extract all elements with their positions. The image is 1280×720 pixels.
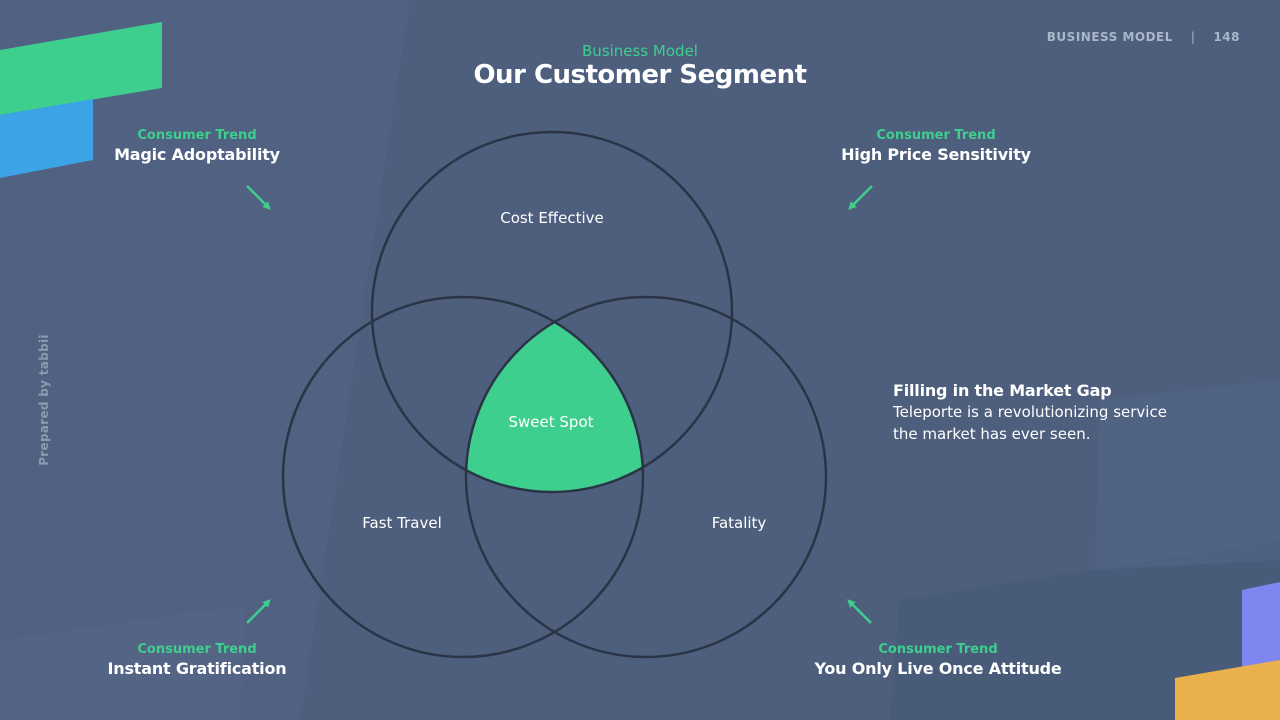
venn-label-left: Fast Travel	[362, 514, 442, 532]
arrow-icon	[847, 599, 872, 624]
trend-title: High Price Sensitivity	[841, 145, 1031, 164]
venn-circle-top	[370, 130, 734, 494]
header-separator: |	[1190, 30, 1196, 44]
venn-circle-left	[281, 295, 645, 659]
purple-accent-shape	[1242, 582, 1280, 667]
venn-label-center: Sweet Spot	[509, 413, 594, 431]
trend-bottom-left: Consumer Trend Instant Gratification	[67, 642, 327, 678]
arrow-icon	[246, 185, 271, 210]
trend-label: Consumer Trend	[137, 128, 257, 143]
arrow-icon	[246, 599, 271, 624]
arrow-icon	[848, 185, 873, 210]
trend-top-left: Consumer Trend Magic Adoptability	[67, 128, 327, 164]
trend-label: Consumer Trend	[878, 642, 998, 657]
trend-bottom-right: Consumer Trend You Only Live Once Attitu…	[808, 642, 1068, 678]
venn-label-top: Cost Effective	[500, 209, 604, 227]
market-gap-line: the market has ever seen.	[893, 425, 1091, 443]
page-number: 148	[1213, 30, 1240, 44]
page-title: Our Customer Segment	[473, 60, 807, 90]
trend-title: Magic Adoptability	[114, 145, 280, 164]
yellow-accent-shape	[1175, 660, 1280, 720]
venn-circle-right	[464, 295, 828, 659]
market-gap-title: Filling in the Market Gap	[893, 381, 1112, 400]
section-label: Business Model	[582, 42, 698, 60]
sweet-spot-region	[466, 297, 643, 492]
market-gap-line: Teleporte is a revolutionizing service	[893, 403, 1167, 421]
trend-label: Consumer Trend	[137, 642, 257, 657]
blue-accent-shape	[0, 99, 93, 178]
trend-title: You Only Live Once Attitude	[814, 659, 1062, 678]
market-gap-block: Filling in the Market Gap Teleporte is a…	[893, 381, 1213, 444]
venn-label-right: Fatality	[712, 514, 767, 532]
header-meta: BUSINESS MODEL | 148	[1047, 30, 1240, 44]
green-accent-shape	[0, 22, 162, 115]
trend-top-right: Consumer Trend High Price Sensitivity	[806, 128, 1066, 164]
trend-title: Instant Gratification	[107, 659, 287, 678]
trend-label: Consumer Trend	[876, 128, 996, 143]
section-name: BUSINESS MODEL	[1046, 30, 1173, 44]
